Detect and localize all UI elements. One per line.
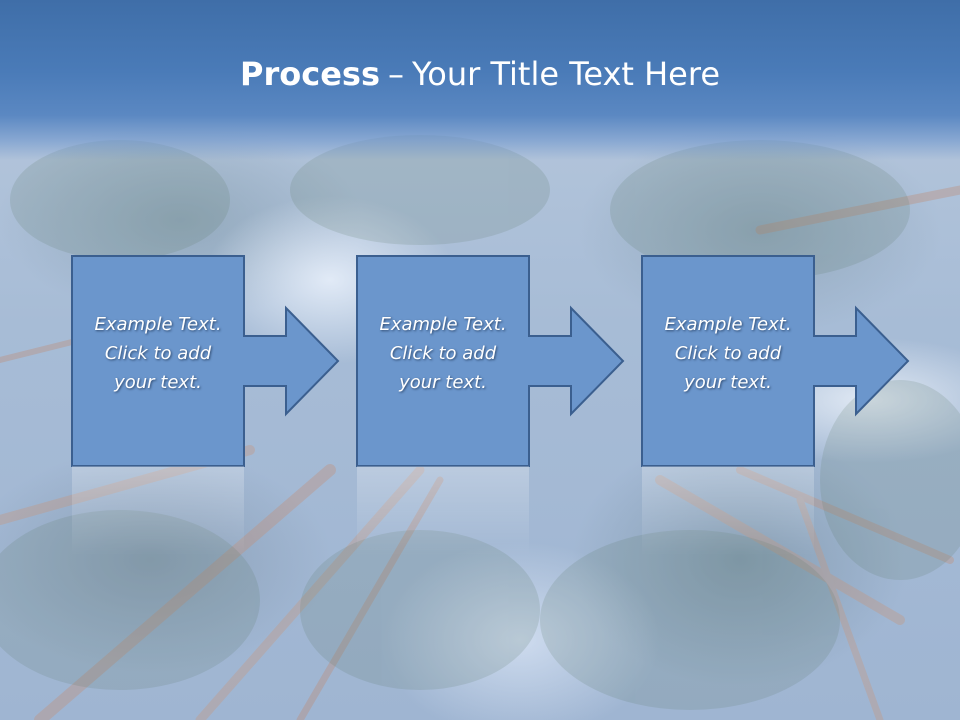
step-text: Example Text. Click to add your text.	[357, 310, 529, 397]
title-dash: –	[387, 55, 404, 93]
step-text-line-2: Click to add	[674, 343, 782, 364]
step-text-line-3: your text.	[684, 372, 772, 393]
step-text-line-1: Example Text.	[664, 314, 792, 335]
slide-title[interactable]: Process–Your Title Text Here	[0, 52, 960, 96]
step-1-reflection	[72, 466, 364, 556]
step-text-line-1: Example Text.	[379, 314, 507, 335]
process-step-2[interactable]: Example Text. Click to add your text.	[356, 255, 649, 467]
step-2-reflection	[357, 466, 649, 556]
step-text: Example Text. Click to add your text.	[72, 310, 244, 397]
title-band	[0, 0, 960, 160]
step-text-line-3: your text.	[114, 372, 202, 393]
step-text-line-2: Click to add	[104, 343, 212, 364]
step-3-reflection	[642, 466, 934, 556]
step-text-line-2: Click to add	[389, 343, 497, 364]
step-text-line-1: Example Text.	[94, 314, 222, 335]
step-text: Example Text. Click to add your text.	[642, 310, 814, 397]
title-bold-word: Process	[240, 55, 380, 93]
step-text-line-3: your text.	[399, 372, 487, 393]
process-step-3[interactable]: Example Text. Click to add your text.	[641, 255, 934, 467]
title-rest: Your Title Text Here	[411, 55, 720, 93]
process-step-1[interactable]: Example Text. Click to add your text.	[71, 255, 364, 467]
